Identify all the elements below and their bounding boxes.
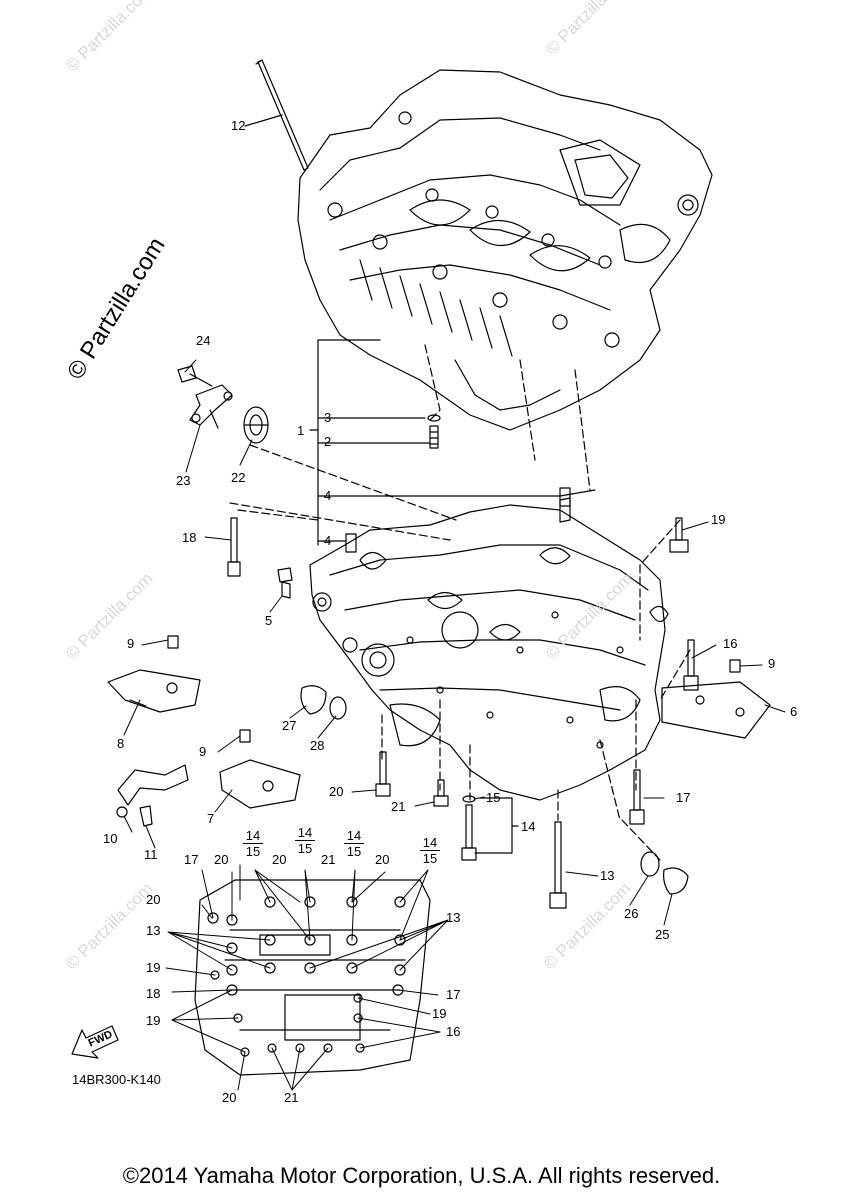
callout-4: 4: [324, 488, 332, 503]
parts-2-3-4: [345, 414, 571, 553]
callout-20: 20: [214, 852, 229, 867]
callout-20: 20: [272, 852, 287, 867]
callout-26: 26: [624, 906, 639, 921]
parts-22-23-24: [177, 365, 269, 444]
callout-16: 16: [723, 636, 738, 651]
callout-8: 8: [117, 736, 125, 751]
callout-2: 2: [324, 434, 332, 449]
upper-crankcase: [297, 69, 713, 431]
callout-20: 20: [375, 852, 390, 867]
callout-leaders: [123, 359, 786, 926]
stud-bolt-12: [244, 59, 309, 171]
callout-19: 19: [146, 1013, 161, 1028]
callout-3: 3: [324, 410, 332, 425]
callout-21: 21: [391, 799, 406, 814]
callout-17: 17: [446, 987, 461, 1002]
callout-22: 22: [231, 470, 246, 485]
callout-28: 28: [310, 738, 325, 753]
callout-12: 12: [231, 118, 246, 133]
callout-21: 21: [284, 1090, 299, 1105]
callout-18: 18: [146, 986, 161, 1001]
callout-9: 9: [768, 656, 776, 671]
callout-9: 9: [199, 744, 207, 759]
callout-7: 7: [207, 811, 215, 826]
callout-23: 23: [176, 473, 191, 488]
callout-13: 13: [146, 923, 161, 938]
group-bracket-1: [309, 339, 596, 546]
bottom-view-leaders: [165, 864, 449, 1091]
lower-crankcase: [309, 497, 669, 801]
bracket-14-15: [474, 797, 519, 854]
small-covers-and-clamps: [107, 567, 771, 895]
callout-16: 16: [446, 1024, 461, 1039]
callout-6: 6: [790, 704, 798, 719]
callout-4: 4: [324, 533, 332, 548]
dashed-guide-lines: [229, 344, 691, 861]
callout-14: 14: [521, 819, 536, 834]
callout-20: 20: [146, 892, 161, 907]
callout-19: 19: [146, 960, 161, 975]
callout-9: 9: [127, 636, 135, 651]
callout-20: 20: [222, 1090, 237, 1105]
callout-19: 19: [432, 1006, 447, 1021]
callout-17: 17: [184, 852, 199, 867]
copyright-notice: ©2014 Yamaha Motor Corporation, U.S.A. A…: [122, 1163, 721, 1188]
callout-21: 21: [321, 852, 336, 867]
callout-24: 24: [196, 333, 211, 348]
callout-18: 18: [182, 530, 197, 545]
callout-20: 20: [329, 784, 344, 799]
callout-15: 15: [486, 790, 501, 805]
diagram-code: 14BR300-K140: [72, 1072, 161, 1087]
callout-5: 5: [265, 613, 273, 628]
callout-13: 13: [446, 910, 461, 925]
callout-27: 27: [282, 718, 297, 733]
callout-10: 10: [103, 831, 118, 846]
forward-arrow-icon: [71, 1025, 119, 1059]
callout-11: 11: [144, 847, 158, 862]
callout-13: 13: [600, 868, 615, 883]
callout-25: 25: [655, 927, 670, 942]
callout-19: 19: [711, 512, 726, 527]
callout-17: 17: [676, 790, 691, 805]
callout-1: 1: [297, 423, 305, 438]
